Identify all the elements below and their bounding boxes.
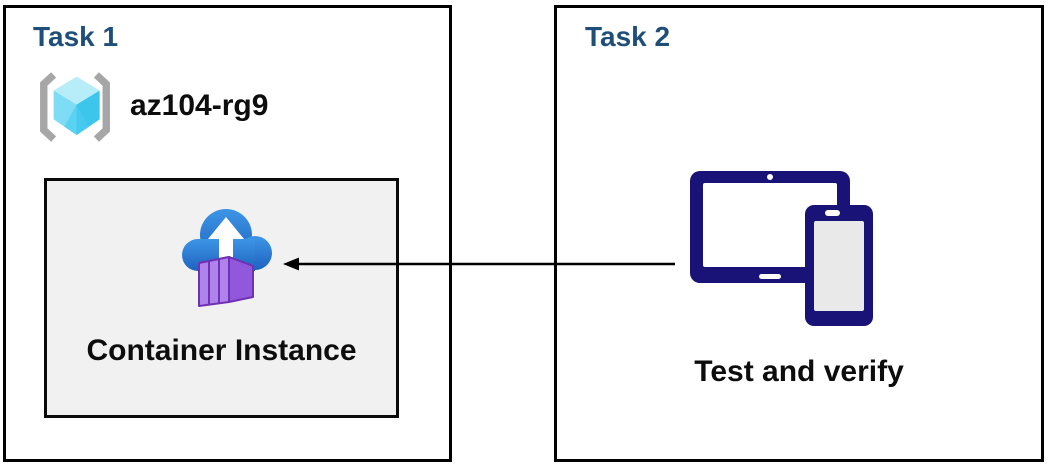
tablet-home-button	[759, 274, 781, 279]
resource-group-name: az104-rg9	[130, 89, 269, 122]
connector-arrow	[283, 257, 675, 271]
phone-speaker	[825, 210, 840, 216]
container-box-glyph	[198, 256, 254, 307]
container-instance-label: Container Instance	[86, 334, 357, 367]
task2-box: Task 2 Test and verify	[554, 5, 1044, 462]
arrowhead-left	[283, 257, 299, 271]
task1-title: Task 1	[33, 21, 119, 52]
bracket-right	[93, 72, 110, 142]
container-instance-card: Container Instance	[44, 178, 399, 418]
phone-icon	[805, 205, 873, 326]
phone-screen	[814, 221, 864, 311]
upload-arrow-glyph	[208, 217, 244, 262]
test-and-verify-label: Test and verify	[694, 355, 904, 388]
cube-glyph	[53, 76, 100, 135]
task1-box: Task 1 az104-rg9	[3, 5, 452, 462]
task2-title: Task 2	[585, 21, 671, 52]
container-instance-icon	[182, 209, 272, 307]
bracket-left	[40, 72, 57, 142]
resource-group-icon	[40, 72, 110, 142]
tablet-camera-dot	[767, 174, 773, 180]
